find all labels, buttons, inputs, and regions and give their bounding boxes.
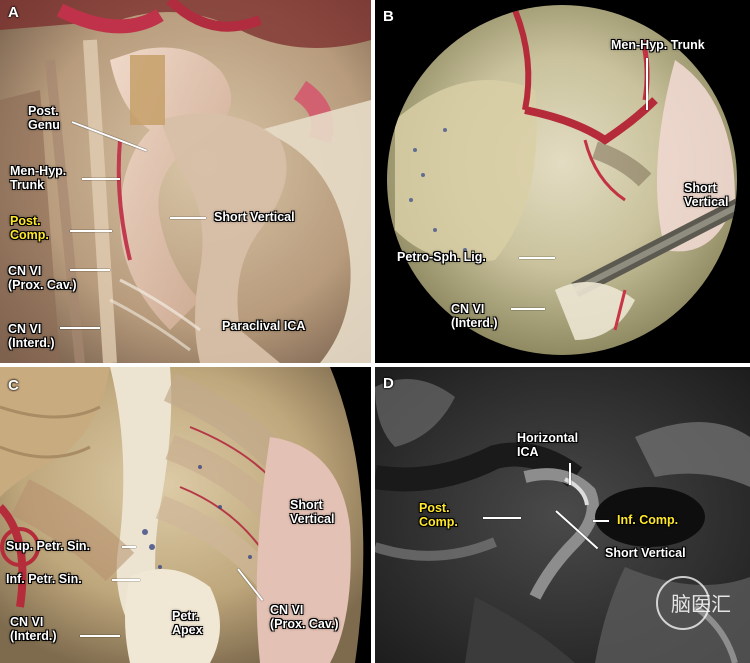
label-short-vertical-d: Short Vertical: [605, 546, 686, 560]
leader-inf-petr-sin: [112, 579, 140, 581]
leader-cn6-prox-cav: [70, 269, 110, 271]
label-inf-comp: Inf. Comp.: [617, 513, 679, 527]
panel-a-photo: [0, 0, 371, 363]
label-post-comp: Post.Comp.: [10, 214, 49, 242]
label-sup-petr-sin: Sup. Petr. Sin.: [6, 539, 91, 553]
label-short-vertical-a: Short Vertical: [214, 210, 295, 224]
leader-cn6-interd-c: [80, 635, 120, 637]
label-post-genu: Post.Genu: [28, 104, 60, 132]
label-cn6-interd-a: CN VI(Interd.): [8, 322, 55, 350]
leader-men-hyp-trunk-b: [646, 58, 648, 110]
panel-c-letter: C: [8, 377, 19, 394]
panel-a: A Post.Genu Men-Hyp.Trunk Post.Comp. CN …: [0, 0, 371, 363]
panel-a-letter: A: [8, 4, 19, 21]
leader-men-hyp-trunk: [82, 178, 120, 180]
label-men-hyp-trunk-b: Men-Hyp. Trunk: [611, 38, 705, 52]
label-post-comp-d: Post.Comp.: [419, 501, 458, 529]
leader-post-comp: [70, 230, 112, 232]
leader-horizontal-ica: [569, 463, 571, 485]
leader-post-comp-d: [483, 517, 521, 519]
leader-short-vertical-a: [170, 217, 206, 219]
panel-b-endoscopic-photo: [387, 5, 737, 355]
leader-sup-petr-sin: [122, 546, 136, 548]
panel-c-endoscopic-photo: [0, 367, 364, 663]
leader-inf-comp: [593, 520, 609, 522]
label-men-hyp-trunk: Men-Hyp.Trunk: [10, 164, 67, 192]
leader-cn6-interd-a: [60, 327, 100, 329]
label-cn6-interd-c: CN VI(Interd.): [10, 615, 57, 643]
watermark-logo: 脑医汇: [655, 575, 739, 631]
label-cn6-prox-cav: CN VI(Prox. Cav.): [8, 264, 77, 292]
watermark-text: 脑医汇: [671, 592, 731, 616]
leader-cn6-interd-b: [511, 308, 545, 310]
label-petr-apex: Petr.Apex: [172, 609, 203, 637]
label-inf-petr-sin: Inf. Petr. Sin.: [6, 572, 82, 586]
leader-petro-sph-lig: [519, 257, 555, 259]
label-cn6-prox-cav-c: CN VI(Prox. Cav.): [270, 603, 339, 631]
label-petro-sph-lig: Petro-Sph. Lig.: [397, 250, 486, 264]
panel-d-letter: D: [383, 375, 394, 392]
label-paraclival-ica: Paraclival ICA: [222, 319, 306, 333]
label-cn6-interd-b: CN VI(Interd.): [451, 302, 498, 330]
panel-b-letter: B: [383, 8, 394, 25]
